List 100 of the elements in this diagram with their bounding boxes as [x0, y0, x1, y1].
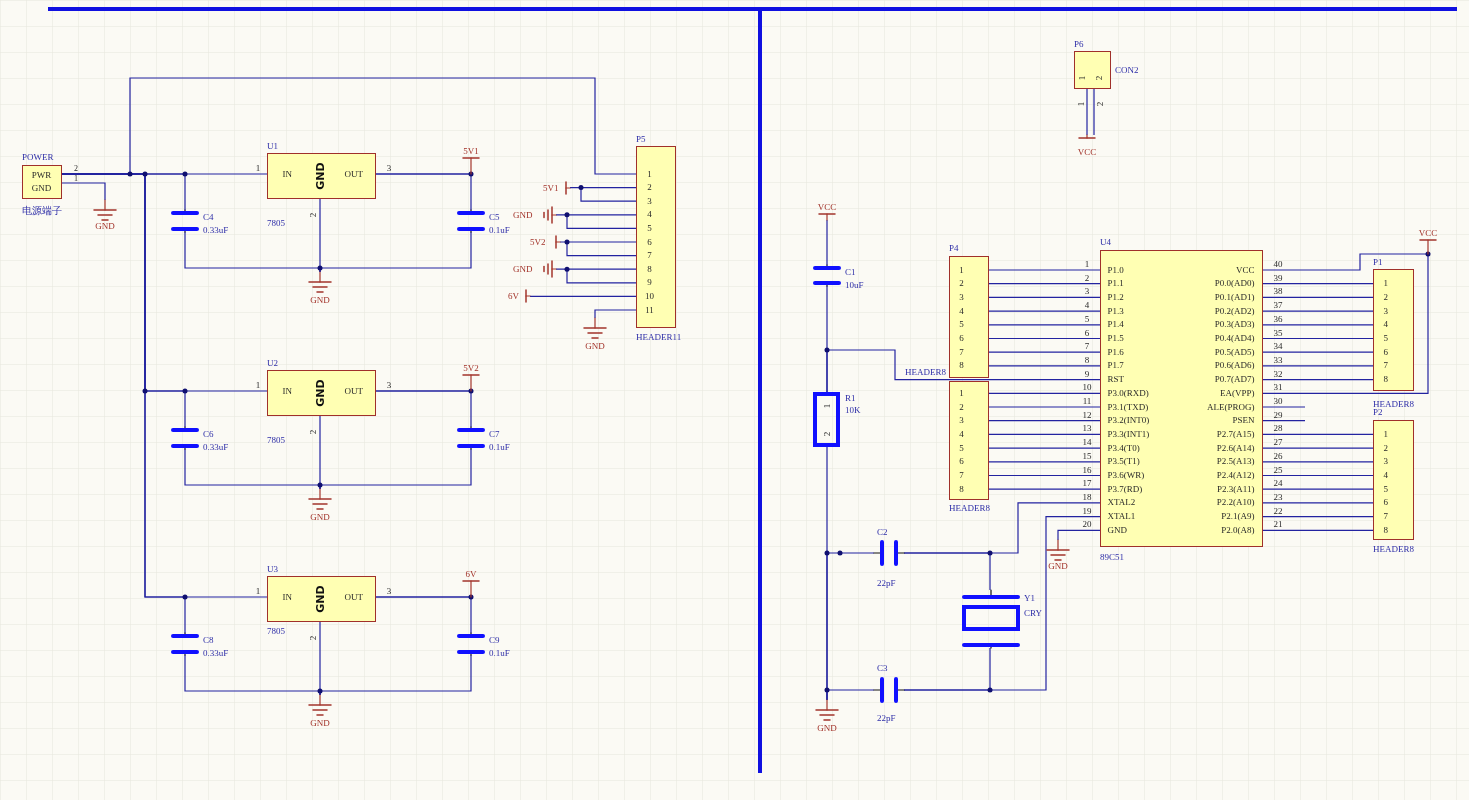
pin-label: 3 — [959, 292, 964, 302]
net-label: VCC — [817, 202, 837, 212]
pin-label: 7 — [1383, 511, 1389, 521]
component-label: 0.33uF — [203, 648, 229, 658]
pin-label: 2 — [647, 182, 652, 192]
net-label: GND — [310, 512, 330, 522]
pin-label: 5 — [1084, 314, 1090, 324]
pin-label: 30 — [1273, 396, 1283, 406]
wire — [1262, 283, 1374, 381]
wire — [375, 390, 472, 428]
ground-symbol — [513, 206, 556, 223]
pin-label: P1.0 — [1107, 265, 1124, 274]
component-label: C8 — [203, 635, 214, 645]
pin-label: 4 — [647, 209, 652, 219]
component-label: 0.1uF — [489, 225, 510, 235]
pin-label: OUT — [344, 386, 363, 395]
capacitor-symbol — [457, 210, 485, 232]
net-label: GND — [513, 210, 533, 220]
net-label: 6V — [465, 569, 477, 579]
pin-label: 6 — [647, 237, 652, 246]
pin-label: 6 — [1383, 497, 1389, 507]
microcontroller-body — [1100, 250, 1263, 547]
pin-label: P3.2(INT0) — [1107, 415, 1150, 425]
pin-label: P1.6 — [1107, 347, 1124, 357]
wire — [903, 516, 1101, 691]
power-connector — [22, 165, 62, 199]
pin-label: 5 — [647, 223, 652, 233]
component-label: 7805 — [267, 435, 285, 445]
pin-label: 2 — [1095, 101, 1105, 107]
pin-label: 1 — [959, 388, 964, 398]
wire — [826, 349, 1101, 393]
pin-label: 3 — [647, 196, 652, 206]
component-label: C4 — [203, 212, 214, 222]
capacitor-symbol — [874, 540, 904, 566]
pin-label: P2.2(A10) — [1216, 497, 1255, 507]
wire — [1262, 433, 1374, 531]
pin-label: 1 — [255, 163, 261, 173]
pin-label: 2 — [1094, 75, 1103, 80]
pin-label: 8 — [1383, 374, 1389, 384]
pin-label: 15 — [1082, 451, 1092, 461]
pin-label: 2 — [308, 429, 318, 435]
net-label: GND — [513, 264, 533, 274]
pin-label: 38 — [1273, 286, 1283, 296]
ground-symbol — [813, 700, 841, 734]
pin-label: 11 — [1082, 396, 1092, 406]
wire — [61, 182, 106, 201]
pin-label: 1 — [647, 169, 652, 178]
pin-label: P0.1(AD1) — [1214, 292, 1255, 302]
component-label: C2 — [877, 527, 888, 537]
component-label: P4 — [949, 243, 959, 253]
component-label: U1 — [267, 141, 278, 151]
pin-label: 10 — [1082, 382, 1092, 392]
header-connector — [949, 381, 989, 500]
pin-label: 1 — [255, 586, 261, 596]
pin-label: 19 — [1082, 506, 1092, 516]
pin-label: 33 — [1273, 355, 1283, 365]
pin-label: 1 — [822, 403, 831, 409]
pin-label: 2 — [959, 402, 964, 411]
power-port — [1416, 228, 1440, 254]
net-label: GND — [310, 295, 330, 305]
pin-label: P3.1(TXD) — [1107, 402, 1149, 411]
pin-label: 29 — [1273, 410, 1283, 420]
pin-label: 1 — [1383, 429, 1389, 439]
pin-label: 4 — [959, 306, 964, 316]
pin-label: 8 — [647, 264, 652, 274]
pin-label: P3.3(INT1) — [1107, 429, 1150, 439]
ground-symbol — [1044, 540, 1072, 572]
net-label: GND — [1048, 561, 1068, 571]
component-label: 0.1uF — [489, 442, 510, 452]
pin-label: 39 — [1273, 273, 1283, 283]
pin-label: 3 — [386, 586, 392, 596]
pin-label: P2.3(A11) — [1217, 484, 1255, 494]
component-label: HEADER11 — [636, 332, 682, 342]
pin-label: 3 — [386, 380, 392, 390]
pin-label: 24 — [1273, 478, 1283, 488]
pin-label: P1.7 — [1107, 360, 1124, 370]
wire — [1262, 253, 1429, 394]
component-label: CON2 — [1115, 65, 1139, 75]
component-label: U4 — [1100, 237, 1111, 247]
net-label: 5V1 — [463, 146, 479, 156]
pin-label: 17 — [1082, 478, 1092, 488]
pin-label: GND — [31, 183, 52, 192]
pin-label: 26 — [1273, 451, 1283, 461]
wire — [1057, 529, 1101, 541]
wire — [555, 214, 637, 229]
pin-label: P1.1 — [1107, 278, 1124, 288]
pin-label: 2 — [1383, 443, 1389, 453]
power-port — [543, 180, 570, 195]
component-label: 0.33uF — [203, 225, 229, 235]
component-label: P6 — [1074, 39, 1084, 49]
component-label: 0.1uF — [489, 648, 510, 658]
pin-label: 3 — [1084, 286, 1090, 296]
pin-label: PWR — [31, 170, 52, 179]
pin-label: 1 — [1077, 75, 1086, 80]
wire — [826, 689, 875, 701]
component-label: HEADER8 — [1373, 544, 1414, 554]
component-label: HEADER8 — [905, 367, 946, 377]
wire — [988, 269, 1101, 367]
pin-label: 6 — [959, 333, 964, 343]
wire — [319, 231, 472, 273]
